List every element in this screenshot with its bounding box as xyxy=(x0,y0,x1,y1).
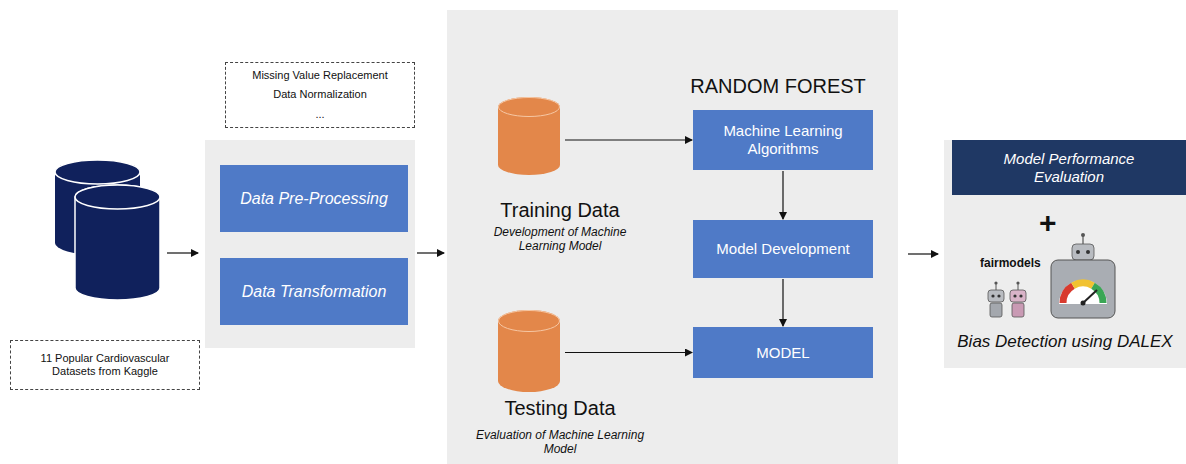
data-cylinder: Training DataDevelopment of Machine Lear… xyxy=(498,97,560,175)
box-text: 11 Popular Cardiovascular Datasets from … xyxy=(25,352,185,378)
cylinder-outline xyxy=(498,310,560,392)
robot-icon xyxy=(988,281,1026,317)
panel-background xyxy=(447,10,898,464)
flow-arrow xyxy=(167,252,198,253)
box-text: Missing Value Replacement xyxy=(252,69,388,82)
caption-text: Training Data xyxy=(475,198,645,222)
caption-text: Bias Detection using DALEX xyxy=(948,332,1182,352)
panel-background xyxy=(944,140,1186,368)
process-box: Data Transformation xyxy=(220,258,408,325)
evaluation-box: Model Performance Evaluation xyxy=(952,140,1186,195)
logo-text: fairmodels xyxy=(980,256,1041,270)
flow-arrow xyxy=(417,252,444,253)
process-box: Machine Learning Algorithms xyxy=(693,110,873,170)
plus-sign: + xyxy=(1039,206,1057,240)
box-text: Data Pre-Processing xyxy=(240,189,388,208)
caption-text: RANDOM FOREST xyxy=(678,74,878,98)
box-text: ... xyxy=(315,108,324,121)
stage-panel: RANDOM FOREST Training DataDevelopment of… xyxy=(447,10,898,464)
connector-arrow xyxy=(908,253,938,254)
caption-block: Testing DataEvaluation of Machine Learni… xyxy=(475,396,645,457)
dataset-note: 11 Popular Cardiovascular Datasets from … xyxy=(10,340,200,390)
box-text: Data Normalization xyxy=(273,88,367,101)
caption-text: Evaluation of Machine Learning Model xyxy=(475,428,645,457)
model-box: MODEL xyxy=(693,327,873,378)
caption-block: Training DataDevelopment of Machine Lear… xyxy=(475,198,645,254)
connector-arrow xyxy=(782,171,783,219)
caption-block: Bias Detection using DALEX xyxy=(948,332,1182,352)
caption-text: Testing Data xyxy=(475,396,645,420)
caption-text: Development of Machine Learning Model xyxy=(475,225,645,254)
cylinder-outline xyxy=(498,97,560,175)
box-text: Data Transformation xyxy=(242,282,387,301)
caption-block: RANDOM FOREST xyxy=(678,74,878,98)
box-text: MODEL xyxy=(756,344,809,362)
panel-background xyxy=(205,140,415,348)
stage-panel: Bias Detection using DALEX Model Performa… xyxy=(944,140,1186,368)
process-box: Data Pre-Processing xyxy=(220,165,408,232)
connector-arrow xyxy=(565,352,692,353)
box-text: Model Performance Evaluation xyxy=(982,150,1156,186)
box-text: Model Development xyxy=(716,240,849,258)
gauge-icon xyxy=(1051,233,1115,318)
connector-arrow xyxy=(565,139,692,140)
connector-arrow xyxy=(782,279,783,326)
step-note: Missing Value ReplacementData Normalizat… xyxy=(225,62,415,128)
database-icon xyxy=(55,160,160,300)
data-cylinder: Testing DataEvaluation of Machine Learni… xyxy=(498,310,560,392)
box-text: Machine Learning Algorithms xyxy=(705,122,861,158)
process-box: Model Development xyxy=(693,220,873,278)
